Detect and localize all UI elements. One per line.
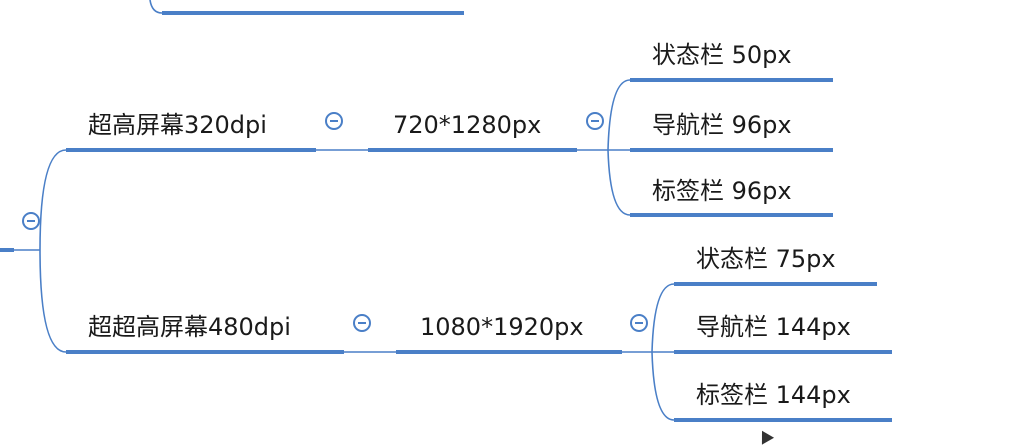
density-node-480dpi[interactable]: 超超高屏幕480dpi [88, 313, 291, 341]
resolution-node-720[interactable]: 720*1280px [393, 111, 542, 139]
group1-resolution-collapse-icon[interactable] [586, 112, 604, 130]
group2-resolution-collapse-icon[interactable] [630, 314, 648, 332]
resolution-node-1080[interactable]: 1080*1920px [420, 313, 584, 341]
root-collapse-icon[interactable] [22, 212, 40, 230]
item-tabbar-320[interactable]: 标签栏 96px [652, 177, 792, 205]
density-node-320dpi[interactable]: 超高屏幕320dpi [88, 111, 267, 139]
item-statusbar-320[interactable]: 状态栏 50px [652, 41, 792, 69]
item-tabbar-480[interactable]: 标签栏 144px [696, 381, 851, 409]
group1-density-collapse-icon[interactable] [325, 112, 343, 130]
item-navbar-320[interactable]: 导航栏 96px [652, 111, 792, 139]
group2-density-collapse-icon[interactable] [353, 314, 371, 332]
item-navbar-480[interactable]: 导航栏 144px [696, 313, 851, 341]
item-statusbar-480[interactable]: 状态栏 75px [696, 245, 836, 273]
